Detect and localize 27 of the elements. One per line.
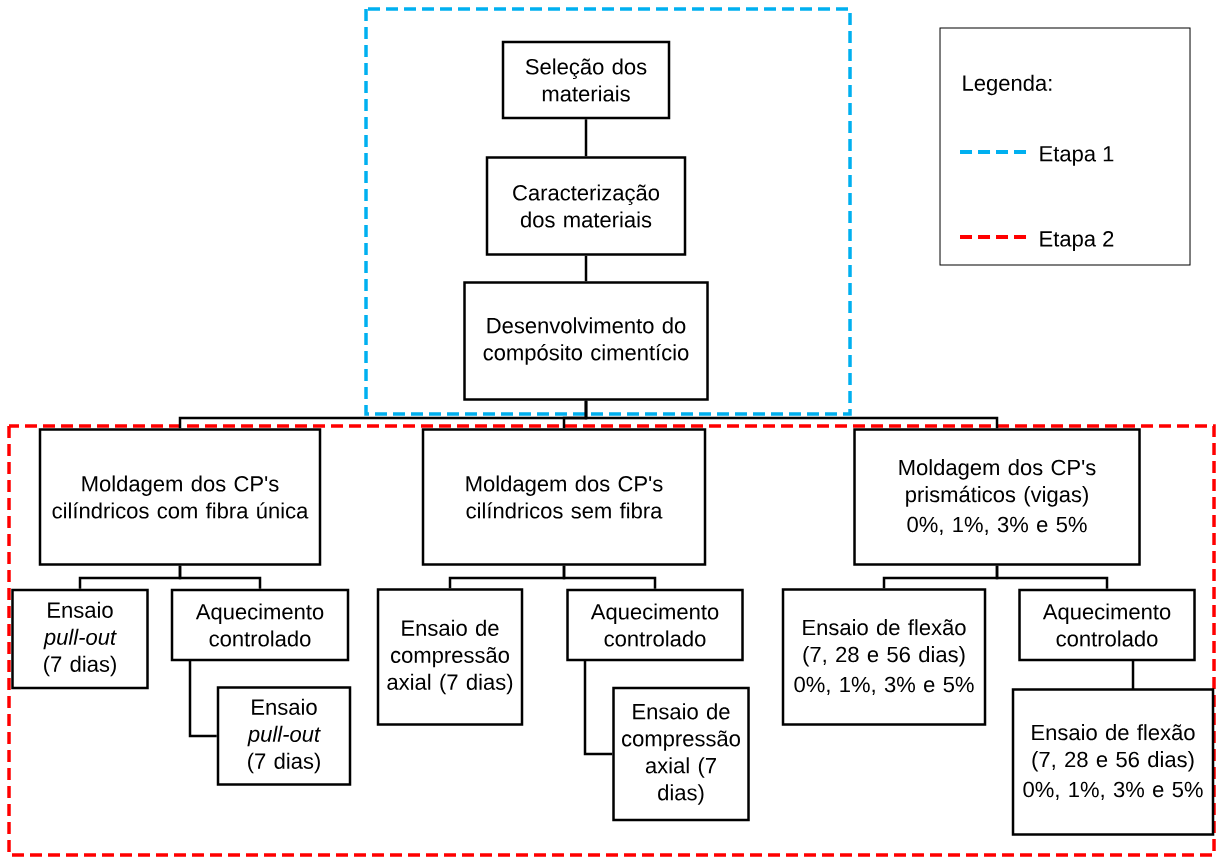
connector-line xyxy=(188,660,217,738)
process-box: Caracterização dos materiais xyxy=(485,156,687,256)
process-box: Ensaio de compressão axial (7 dias) xyxy=(612,686,750,822)
legend-text: Etapa 1 xyxy=(1040,146,1114,166)
connector-line xyxy=(584,255,588,282)
process-box: Desenvolvimento do compósito cimentício xyxy=(463,281,709,401)
process-box: Ensaio de flexão (7, 28 e 56 dias) 0%, 1%, 3% e 5% xyxy=(781,588,987,726)
connector-line xyxy=(584,400,999,429)
process-box: Aquecimento controlado xyxy=(566,588,744,662)
process-box: Seleção dos materiais xyxy=(501,40,671,120)
legend-text: Etapa 2 xyxy=(1040,231,1114,251)
process-box: Aquecimento controlado xyxy=(170,588,350,662)
connector-line xyxy=(1131,660,1135,689)
process-box: Moldagem dos CP's cilíndricos sem fibra xyxy=(421,428,707,566)
connector-line xyxy=(584,119,588,157)
process-box: Ensaio pull-out (7 dias) xyxy=(11,588,149,690)
connector-line xyxy=(995,565,1109,589)
connector-line xyxy=(583,660,613,756)
process-box: Aquecimento controlado xyxy=(1018,588,1196,662)
process-box: Moldagem dos CP's prismáticos (vigas) 0%, 1%, 3% e 5% xyxy=(853,428,1141,566)
connector-line xyxy=(178,565,262,589)
connector-line xyxy=(562,565,657,589)
process-box: Ensaio de flexão (7, 28 e 56 dias) 0%, 1%, 3% e 5% xyxy=(1011,688,1215,836)
process-box: Moldagem dos CP's cilíndricos com fibra única xyxy=(38,428,322,566)
process-box: Ensaio de compressão axial (7 dias) xyxy=(376,588,524,726)
process-box: Ensaio pull-out (7 dias) xyxy=(216,686,352,786)
legend-title: Legenda: xyxy=(963,74,1052,96)
